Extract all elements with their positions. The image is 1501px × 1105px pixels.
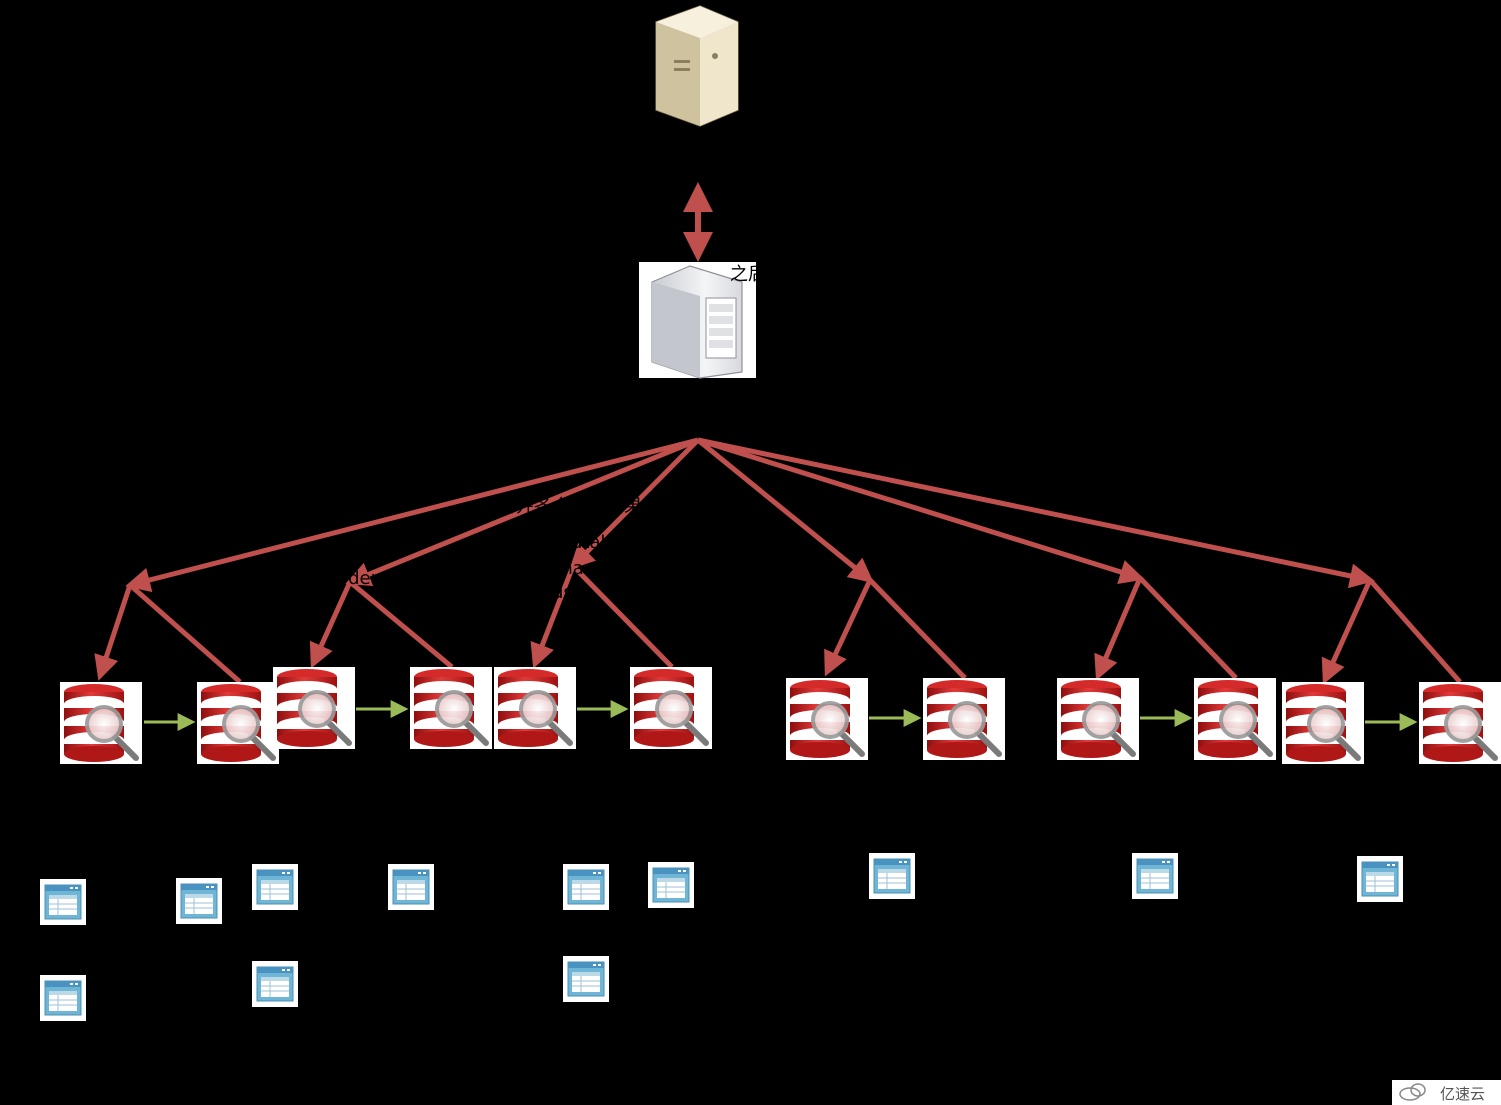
- link-group-5: [697, 437, 1145, 584]
- database-search-icon: [1194, 678, 1276, 760]
- watermark-text: 亿速云: [1440, 1085, 1485, 1103]
- server-tower-icon: [655, 5, 739, 127]
- svg-text:database: database: [560, 532, 643, 553]
- link-group-2: [345, 437, 699, 587]
- watermark: 亿速云: [1392, 1080, 1501, 1105]
- table-window-icon: [562, 955, 610, 1003]
- database-search-icon: [1419, 682, 1501, 764]
- svg-text:order: order: [330, 568, 379, 589]
- link-group-6: [697, 437, 1375, 589]
- database-search-icon: [923, 678, 1005, 760]
- database-search-icon: [494, 667, 576, 749]
- svg-text:合并各个分表结果后: 合并各个分表结果后: [498, 496, 660, 517]
- database-nodes: [60, 667, 1501, 764]
- table-nodes: [39, 852, 1404, 1022]
- app-server: 之后: [639, 262, 766, 379]
- replication-arrows: [144, 700, 1418, 731]
- database-search-icon: [410, 667, 492, 749]
- table-window-icon: [1131, 852, 1179, 900]
- top-server: [655, 5, 739, 127]
- link-group-4: [696, 438, 874, 584]
- table-window-icon: [647, 861, 695, 909]
- app-server-label-fragment: 之后: [730, 264, 766, 285]
- table-window-icon: [868, 852, 916, 900]
- table-window-icon: [175, 877, 223, 925]
- database-search-icon: [630, 667, 712, 749]
- table-window-icon: [251, 960, 299, 1008]
- cloud-logo-icon: [1399, 1083, 1426, 1101]
- pc-tower-icon: [651, 265, 743, 379]
- database-search-icon: [786, 678, 868, 760]
- table-window-icon: [1356, 855, 1404, 903]
- database-search-icon: [273, 667, 355, 749]
- database-search-icon: [60, 682, 142, 764]
- svg-text:user: user: [552, 582, 592, 603]
- table-window-icon: [39, 878, 87, 926]
- database-search-icon: [197, 682, 279, 764]
- link-group-1: [125, 437, 699, 593]
- link-group-3: [569, 438, 700, 570]
- table-window-icon: [387, 863, 435, 911]
- table-window-icon: [39, 974, 87, 1022]
- svg-text:shard: shard: [552, 558, 602, 579]
- database-search-icon: [1057, 678, 1139, 760]
- overlap-text-fragments: 合并各个分表结果后 user_id order database shard u…: [330, 496, 660, 603]
- svg-text:user_id: user_id: [340, 540, 405, 561]
- fan-out-connectors: [94, 437, 1462, 685]
- database-search-icon: [1282, 682, 1364, 764]
- table-window-icon: [251, 863, 299, 911]
- table-window-icon: [562, 863, 610, 911]
